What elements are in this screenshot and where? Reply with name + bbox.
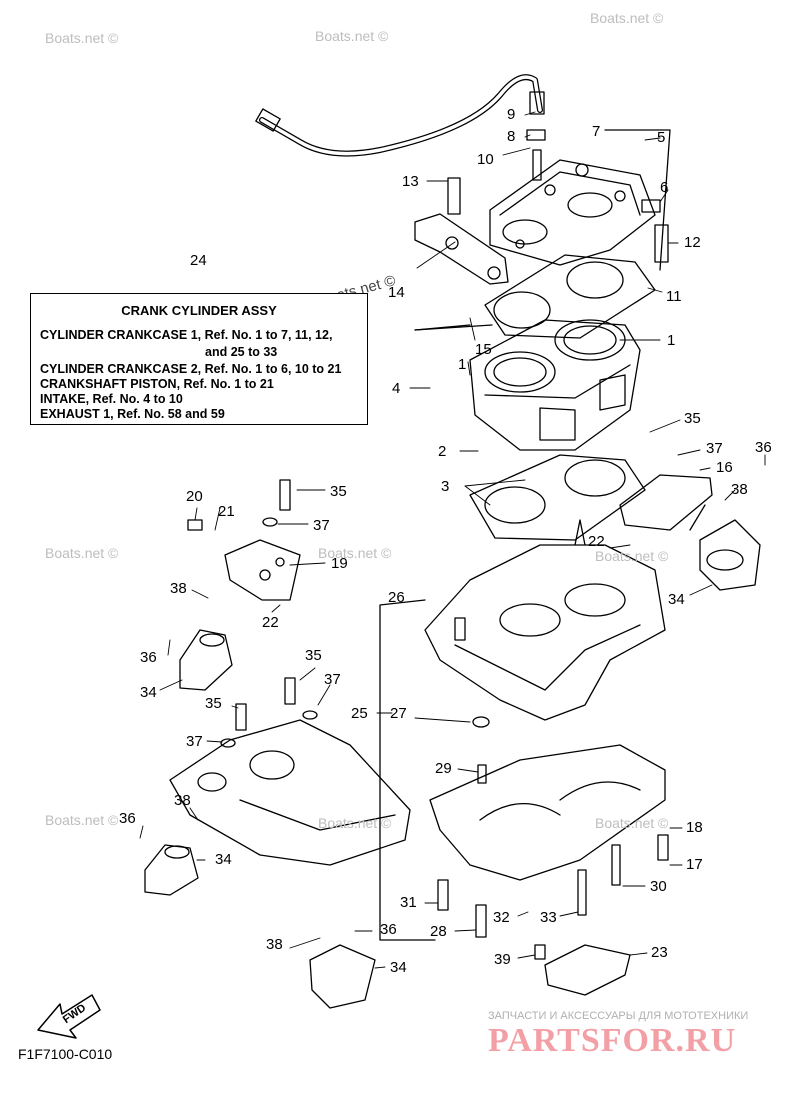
- callout-13: 13: [402, 173, 419, 190]
- callout-18: 18: [686, 819, 703, 836]
- watermark-text: Boats.net ©: [315, 28, 389, 44]
- callout-20: 20: [186, 488, 203, 505]
- callout-30: 30: [650, 878, 667, 895]
- watermark-text: Boats.net ©: [590, 10, 664, 26]
- callout-24: 24: [190, 252, 207, 269]
- hose-part: [255, 74, 545, 157]
- intake-manifold-part: [619, 474, 761, 591]
- callout-36: 36: [755, 439, 772, 456]
- head-gasket-part: [484, 254, 656, 339]
- callout-31: 31: [400, 894, 417, 911]
- callout-23: 23: [651, 944, 668, 961]
- callout-35: 35: [330, 483, 347, 500]
- watermark-text: Boats.net ©: [45, 30, 119, 46]
- rubber-mount-part: [144, 629, 376, 1009]
- legend-line: CYLINDER CRANKCASE 2, Ref. No. 1 to 6, 1…: [40, 362, 342, 376]
- callout-27: 27: [390, 705, 407, 722]
- callout-38: 38: [266, 936, 283, 953]
- callout-6: 6: [660, 179, 669, 196]
- callout-9: 9: [507, 106, 516, 123]
- callout-34: 34: [390, 959, 407, 976]
- callout-28: 28: [430, 923, 447, 940]
- callout-26: 26: [388, 589, 405, 606]
- legend-title: CRANK CYLINDER ASSY: [121, 303, 277, 318]
- legend-line: CRANKSHAFT PISTON, Ref. No. 1 to 21: [40, 377, 274, 391]
- legend-line: INTAKE, Ref. No. 4 to 10: [40, 392, 183, 406]
- callout-37: 37: [324, 671, 341, 688]
- watermark-text: Boats.net ©: [318, 815, 392, 831]
- cover-plate-part: [534, 944, 631, 996]
- callout-37: 37: [706, 440, 723, 457]
- watermark-text: Boats.net ©: [595, 548, 669, 564]
- callout-12: 12: [684, 234, 701, 251]
- callout-38: 38: [170, 580, 187, 597]
- callout-16: 16: [716, 459, 733, 476]
- brand-logo: PARTSFOR.RU: [488, 1022, 737, 1059]
- callout-15: 15: [475, 341, 492, 358]
- legend-line: and 25 to 33: [205, 345, 278, 359]
- callout-4: 4: [392, 380, 401, 397]
- lower-crankcase-part: [429, 716, 669, 938]
- callout-2: 2: [438, 443, 447, 460]
- assembly-legend-box: CRANK CYLINDER ASSY CYLINDER CRANKCASE 1…: [30, 293, 368, 425]
- callout-22: 22: [588, 533, 605, 550]
- watermark-text: Boats.net ©: [595, 815, 669, 831]
- callout-21: 21: [218, 503, 235, 520]
- callout-35: 35: [684, 410, 701, 427]
- legend-line: EXHAUST 1, Ref. No. 58 and 59: [40, 407, 225, 421]
- upper-crankcase-part: [379, 519, 666, 941]
- callout-38: 38: [174, 792, 191, 809]
- callout-32: 32: [493, 909, 510, 926]
- callout-5: 5: [657, 129, 666, 146]
- watermark-text: Boats.net ©: [45, 545, 119, 561]
- fwd-arrow-icon: [37, 994, 101, 1039]
- callout-36: 36: [140, 649, 157, 666]
- cylinder-block-part: [414, 319, 641, 451]
- callout-34: 34: [140, 684, 157, 701]
- callout-3: 3: [441, 478, 450, 495]
- cylinder-head-part: [447, 129, 671, 271]
- callout-14: 14: [388, 284, 405, 301]
- leader-lines: [139, 111, 766, 969]
- callout-17: 17: [686, 856, 703, 873]
- watermark-text: Boats.net ©: [45, 812, 119, 828]
- callout-36: 36: [380, 921, 397, 938]
- callout-1: 1: [458, 356, 467, 373]
- callout-37: 37: [313, 517, 330, 534]
- callout-34: 34: [668, 591, 685, 608]
- callout-1: 1: [667, 332, 676, 349]
- callout-35: 35: [205, 695, 222, 712]
- legend-line: CYLINDER CRANKCASE 1, Ref. No. 1 to 7, 1…: [40, 328, 333, 342]
- callout-10: 10: [477, 151, 494, 168]
- callout-37: 37: [186, 733, 203, 750]
- callout-11: 11: [666, 288, 682, 305]
- callout-34: 34: [215, 851, 232, 868]
- diagram-code: F1F7100-C010: [18, 1046, 113, 1062]
- callout-7: 7: [592, 123, 601, 140]
- callout-22: 22: [262, 614, 279, 631]
- watermark-text: Boats.net ©: [318, 545, 392, 561]
- callout-33: 33: [540, 909, 557, 926]
- callout-29: 29: [435, 760, 452, 777]
- callout-8: 8: [507, 128, 516, 145]
- callout-38: 38: [731, 481, 748, 498]
- engine-bracket-part: [414, 213, 509, 285]
- engine-mount-bracket-part: [187, 479, 301, 601]
- exhaust-manifold-part: [169, 677, 411, 866]
- callout-39: 39: [494, 951, 511, 968]
- callout-25: 25: [351, 705, 368, 722]
- callout-36: 36: [119, 810, 136, 827]
- brand-tagline: ЗАПЧАСТИ И АКСЕССУАРЫ ДЛЯ МОТОТЕХНИКИ: [488, 1010, 749, 1022]
- base-gasket-part: [469, 454, 646, 541]
- callout-35: 35: [305, 647, 322, 664]
- callout-19: 19: [331, 555, 348, 572]
